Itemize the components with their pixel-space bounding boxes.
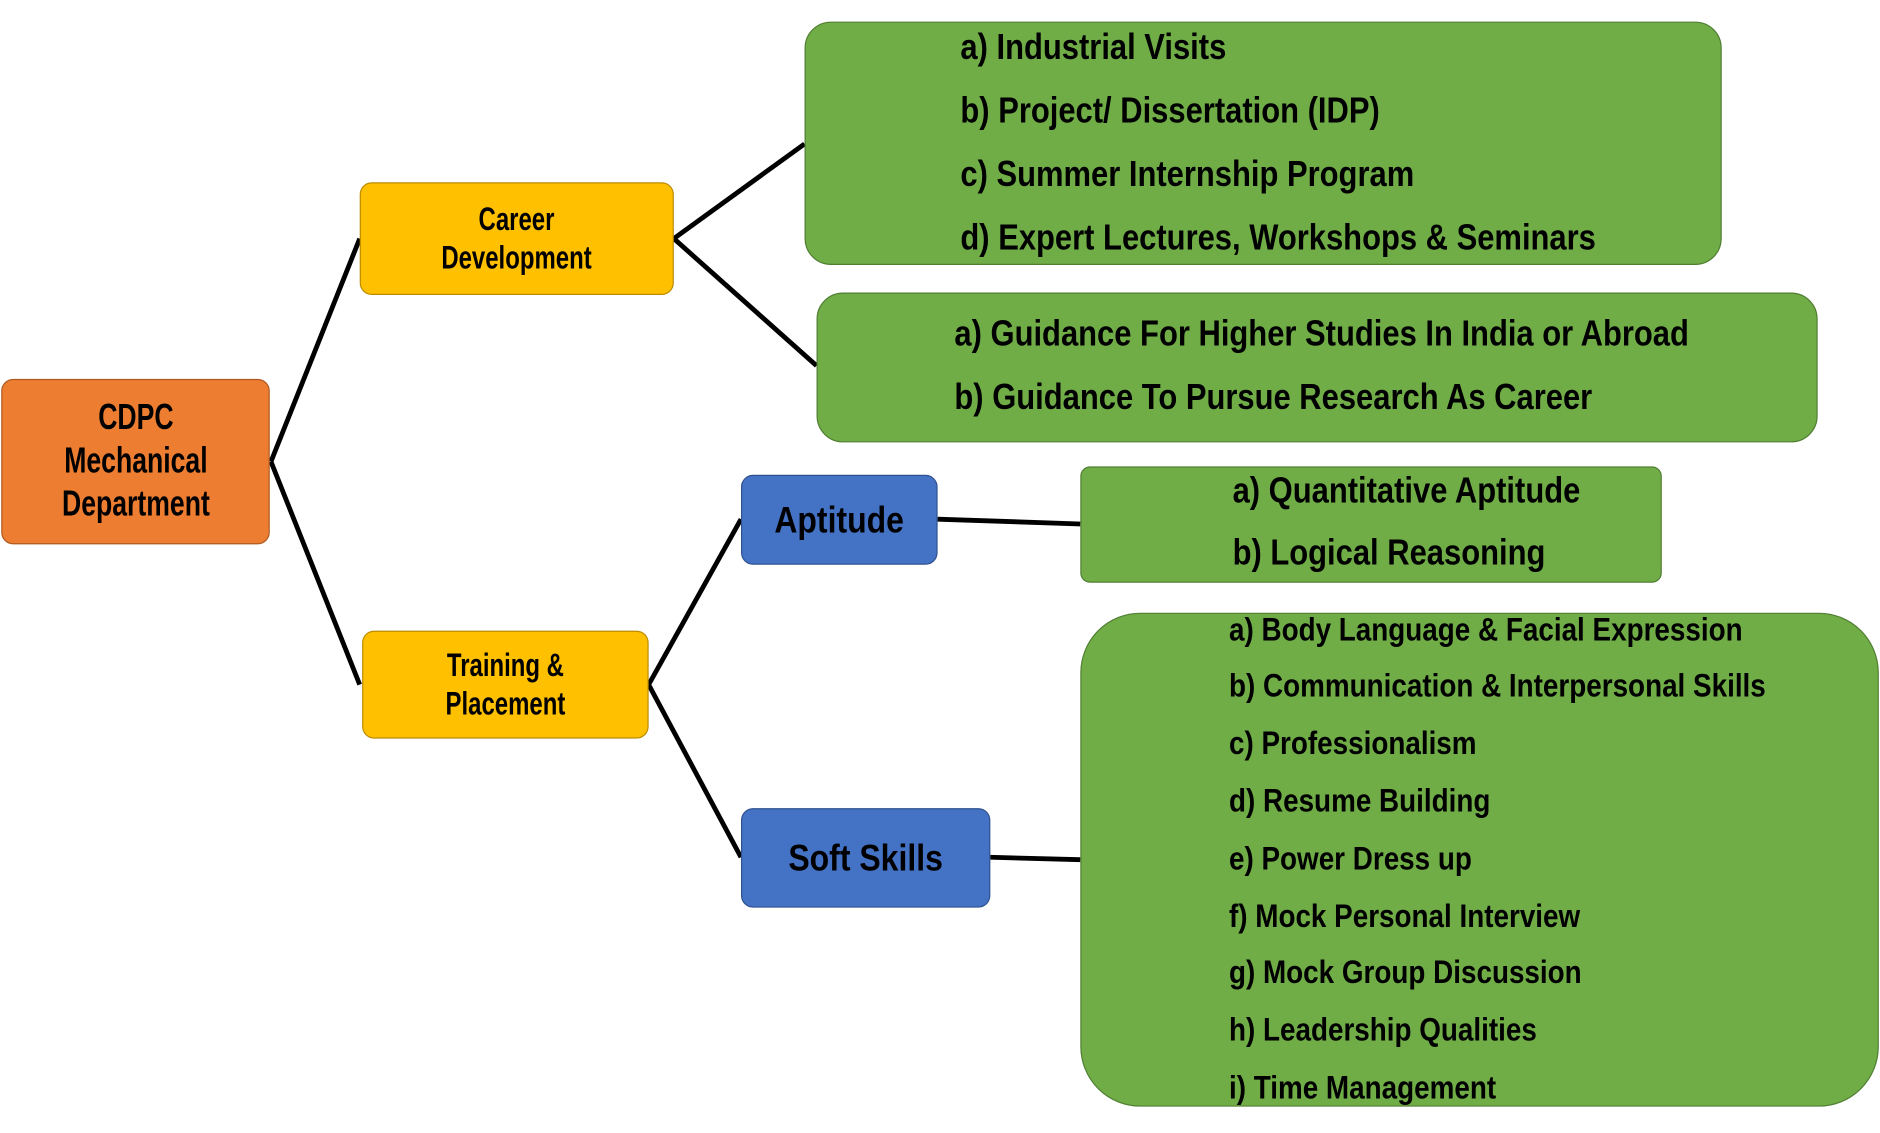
connector-aptitude-items [937,516,1081,527]
aptitude-label: Aptitude [774,498,905,541]
connector-training-aptitude [646,517,744,686]
career-group2-box [816,292,1818,443]
node-line: Development [441,239,592,276]
list-item: c) Professionalism [1228,725,1477,762]
list-item: b) Project/ Dissertation (IDP) [960,91,1380,131]
list-item: a) Body Language & Facial Expression [1228,610,1743,647]
connector-root-training [268,460,362,686]
list-item: a) Industrial Visits [960,27,1227,68]
list-item: i) Time Management [1228,1069,1497,1106]
root-line: Department [61,484,210,524]
list-item: b) Logical Reasoning [1232,533,1546,574]
soft-skills-node: Soft Skills [740,808,991,908]
list-item: b) Communication & Interpersonal Skills [1228,668,1766,705]
root-line: Mechanical [63,441,208,481]
list-item: d) Expert Lectures, Workshops & Seminars [960,218,1596,258]
soft-skills-items-box [1080,612,1879,1107]
aptitude-items-box [1080,466,1662,583]
list-item: c) Summer Internship Program [960,154,1415,195]
list-item: d) Resume Building [1228,782,1491,819]
connector-training-softskills [646,683,744,859]
list-item: h) Leadership Qualities [1228,1012,1537,1049]
soft-skills-label: Soft Skills [788,836,943,879]
node-line: Training & [446,646,564,683]
connector-career-group2 [672,236,819,368]
node-line: Placement [445,685,566,722]
connector-softskills-items [990,854,1081,863]
list-item: a) Guidance For Higher Studies In India … [954,314,1689,354]
aptitude-node: Aptitude [740,474,938,565]
connector-root-career [268,237,362,463]
training-placement-node: Training &Placement [362,630,649,739]
list-item: e) Power Dress up [1228,840,1472,877]
connector-career-group1 [672,141,806,241]
list-item: b) Guidance To Pursue Research As Career [954,377,1593,418]
list-item: f) Mock Personal Interview [1228,897,1581,934]
node-line: Career [478,200,555,237]
root-line: CDPC [97,398,174,438]
list-item: a) Quantitative Aptitude [1232,471,1581,511]
list-item: g) Mock Group Discussion [1228,954,1582,991]
career-group1-box [804,21,1722,265]
